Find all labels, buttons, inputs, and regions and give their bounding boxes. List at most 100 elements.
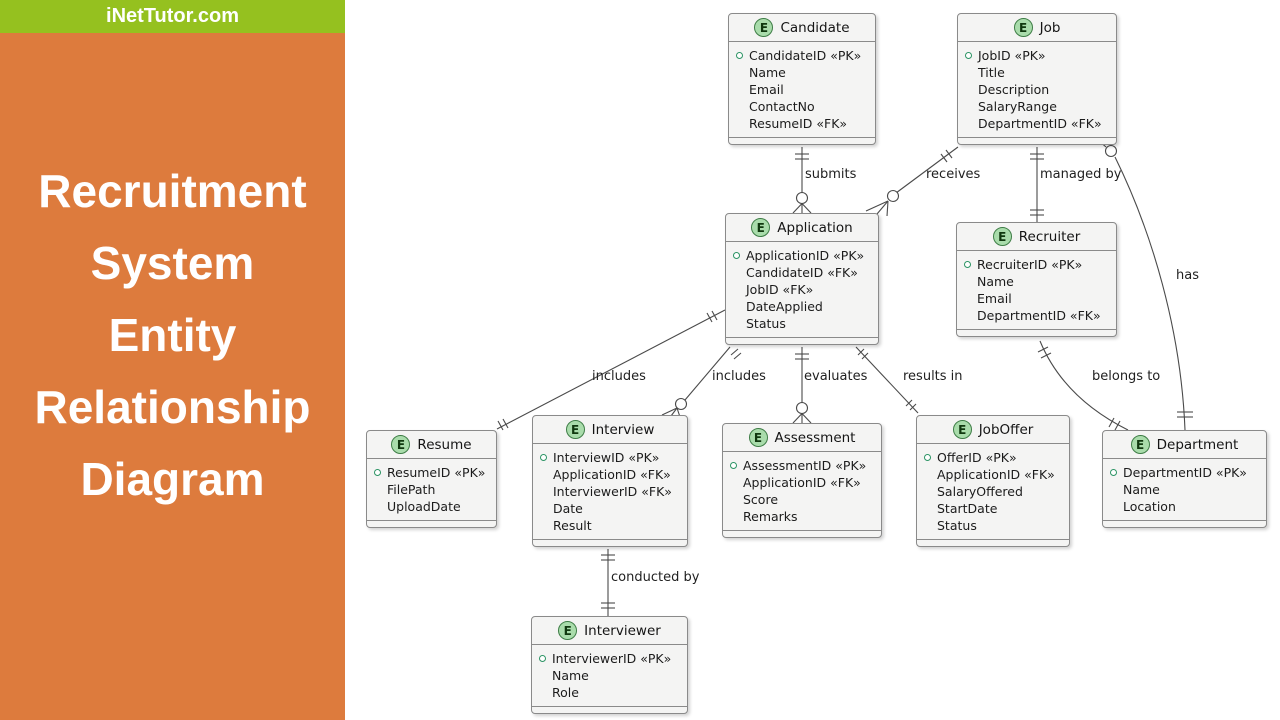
attribute-label: SalaryRange bbox=[978, 99, 1057, 114]
entity-attribute: SalaryOffered bbox=[924, 483, 1061, 500]
attribute-label: Description bbox=[978, 82, 1050, 97]
entity-attribute: Email bbox=[736, 81, 867, 98]
entity-icon: E bbox=[565, 420, 585, 439]
entity-header: E Candidate bbox=[729, 14, 875, 42]
attribute-label: Role bbox=[552, 685, 579, 700]
attribute-label: InterviewerID «PK» bbox=[552, 651, 672, 666]
title-line: Diagram bbox=[80, 453, 265, 505]
entity-name: Recruiter bbox=[1018, 228, 1081, 245]
entity-attribute: DepartmentID «FK» bbox=[965, 115, 1108, 132]
entity-attribute: JobID «FK» bbox=[733, 281, 870, 298]
attribute-label: Name bbox=[977, 274, 1014, 289]
attribute-label: Title bbox=[978, 65, 1005, 80]
entity-icon: E bbox=[952, 420, 972, 439]
relationship-label-conducted-by: conducted by bbox=[611, 570, 700, 585]
entity-joboffer: E JobOffer OfferID «PK»ApplicationID «FK… bbox=[916, 415, 1070, 547]
entity-name: JobOffer bbox=[978, 421, 1034, 438]
entity-name: Department bbox=[1156, 436, 1239, 453]
diagram-title: Recruitment System Entity Relationship D… bbox=[0, 155, 345, 515]
entity-attribute: OfferID «PK» bbox=[924, 449, 1061, 466]
entity-icon: E bbox=[992, 227, 1012, 246]
entity-name: Job bbox=[1039, 19, 1061, 36]
entity-icon: E bbox=[748, 428, 768, 447]
entity-application: E Application ApplicationID «PK»Candidat… bbox=[725, 213, 879, 345]
entity-attribute: Location bbox=[1110, 498, 1258, 515]
entity-header: E Resume bbox=[367, 431, 496, 459]
entity-attribute: DateApplied bbox=[733, 298, 870, 315]
attribute-label: DateApplied bbox=[746, 299, 823, 314]
relationship-label-evaluates: evaluates bbox=[804, 369, 868, 384]
entity-attribute: Date bbox=[540, 500, 679, 517]
entity-header: E Interviewer bbox=[532, 617, 687, 645]
entity-footer bbox=[958, 137, 1116, 144]
title-line: Recruitment bbox=[38, 165, 307, 217]
entity-attribute: Score bbox=[730, 491, 873, 508]
entity-name: Resume bbox=[417, 436, 472, 453]
connector-has bbox=[1097, 139, 1193, 431]
entity-icon: E bbox=[754, 18, 774, 37]
attribute-label: ResumeID «FK» bbox=[749, 116, 848, 131]
entity-attribute: Name bbox=[736, 64, 867, 81]
attribute-label: DepartmentID «FK» bbox=[977, 308, 1101, 323]
entity-footer bbox=[729, 137, 875, 144]
entity-name: Assessment bbox=[774, 429, 856, 446]
promo-sidebar: iNetTutor.com Recruitment System Entity … bbox=[0, 0, 345, 720]
entity-footer bbox=[957, 329, 1116, 336]
entity-attribute: CandidateID «PK» bbox=[736, 47, 867, 64]
attribute-label: Result bbox=[553, 518, 592, 533]
attribute-label: Score bbox=[743, 492, 779, 507]
attribute-label: JobID «PK» bbox=[978, 48, 1046, 63]
entity-attribute: InterviewerID «PK» bbox=[539, 650, 679, 667]
entity-attribute: DepartmentID «PK» bbox=[1110, 464, 1258, 481]
entity-attribute: Role bbox=[539, 684, 679, 701]
entity-attribute: AssessmentID «PK» bbox=[730, 457, 873, 474]
field-circle-icon bbox=[733, 252, 740, 259]
attribute-label: CandidateID «PK» bbox=[749, 48, 862, 63]
entity-header: E Assessment bbox=[723, 424, 881, 452]
entity-header: E Department bbox=[1103, 431, 1266, 459]
attribute-label: ApplicationID «PK» bbox=[746, 248, 865, 263]
attribute-label: StartDate bbox=[937, 501, 998, 516]
entity-icon: E bbox=[1013, 18, 1033, 37]
attribute-label: InterviewID «PK» bbox=[553, 450, 660, 465]
entity-attribute: JobID «PK» bbox=[965, 47, 1108, 64]
field-circle-icon bbox=[965, 52, 972, 59]
attribute-label: Date bbox=[553, 501, 583, 516]
attribute-label: Location bbox=[1123, 499, 1176, 514]
entity-attribute: Title bbox=[965, 64, 1108, 81]
entity-name: Application bbox=[777, 219, 853, 236]
connector-evaluates bbox=[792, 347, 812, 424]
field-circle-icon bbox=[964, 261, 971, 268]
attribute-label: Name bbox=[749, 65, 786, 80]
entity-attribute: RecruiterID «PK» bbox=[964, 256, 1108, 273]
attribute-label: SalaryOffered bbox=[937, 484, 1023, 499]
entity-header: E Job bbox=[958, 14, 1116, 42]
attribute-label: CandidateID «FK» bbox=[746, 265, 858, 280]
entity-attributes: ApplicationID «PK» CandidateID «FK»JobID … bbox=[726, 242, 878, 337]
connector-submits bbox=[792, 147, 812, 214]
field-circle-icon bbox=[540, 454, 547, 461]
entity-attributes: OfferID «PK»ApplicationID «FK»SalaryOffe… bbox=[917, 444, 1069, 539]
attribute-label: Status bbox=[937, 518, 977, 533]
attribute-label: RecruiterID «PK» bbox=[977, 257, 1083, 272]
connector-receives bbox=[865, 146, 959, 217]
relationship-label-includes-1: includes bbox=[592, 369, 646, 384]
attribute-label: Remarks bbox=[743, 509, 798, 524]
connector-results-in bbox=[855, 346, 919, 414]
attribute-label: Name bbox=[552, 668, 589, 683]
entity-attribute: ContactNo bbox=[736, 98, 867, 115]
entity-attribute: ApplicationID «FK» bbox=[540, 466, 679, 483]
attribute-label: InterviewerID «FK» bbox=[553, 484, 672, 499]
relationship-label-receives: receives bbox=[926, 167, 981, 182]
entity-attribute: Status bbox=[924, 517, 1061, 534]
attribute-label: FilePath bbox=[387, 482, 436, 497]
entity-attribute: Name bbox=[539, 667, 679, 684]
